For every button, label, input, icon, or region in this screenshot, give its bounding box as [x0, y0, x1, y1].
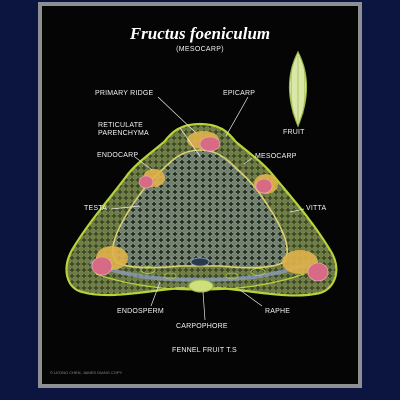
- diagram-subtitle: (MESOCARP): [176, 46, 224, 53]
- label-fruit: FRUIT: [283, 129, 305, 136]
- label-endocarp: ENDOCARP: [97, 152, 139, 159]
- mericarp-cross-section: [65, 122, 338, 297]
- vitta-left: [138, 175, 154, 189]
- label-carpophore: CARPOPHORE: [176, 323, 228, 330]
- label-parenchyma: PARENCHYMA: [98, 130, 149, 137]
- label-endosperm: ENDOSPERM: [117, 308, 164, 315]
- leader-lines: [110, 96, 305, 321]
- label-primary-ridge: PRIMARY RIDGE: [95, 90, 154, 97]
- vitta-top: [199, 136, 221, 152]
- fruit-icon: [289, 50, 307, 128]
- diagram-title: Fructus foeniculum: [129, 24, 271, 43]
- label-raphe: RAPHE: [265, 308, 291, 315]
- label-reticulate: RETICULATE: [98, 122, 144, 129]
- label-testa: TESTA: [84, 205, 108, 212]
- copyright-credit: © LEONG CHEN, JAMES DIANG COPY: [50, 370, 123, 375]
- vitta-left-lower: [91, 256, 113, 276]
- diagram-caption: FENNEL FRUIT T.S: [172, 347, 237, 354]
- raphe: [190, 257, 210, 267]
- carpophore: [188, 279, 214, 293]
- label-vitta: VITTA: [306, 205, 327, 212]
- vitta-right-lower: [307, 262, 329, 282]
- vitta-right: [255, 178, 273, 194]
- label-epicarp: EPICARP: [223, 90, 256, 97]
- label-mesocarp: MESOCARP: [255, 153, 297, 160]
